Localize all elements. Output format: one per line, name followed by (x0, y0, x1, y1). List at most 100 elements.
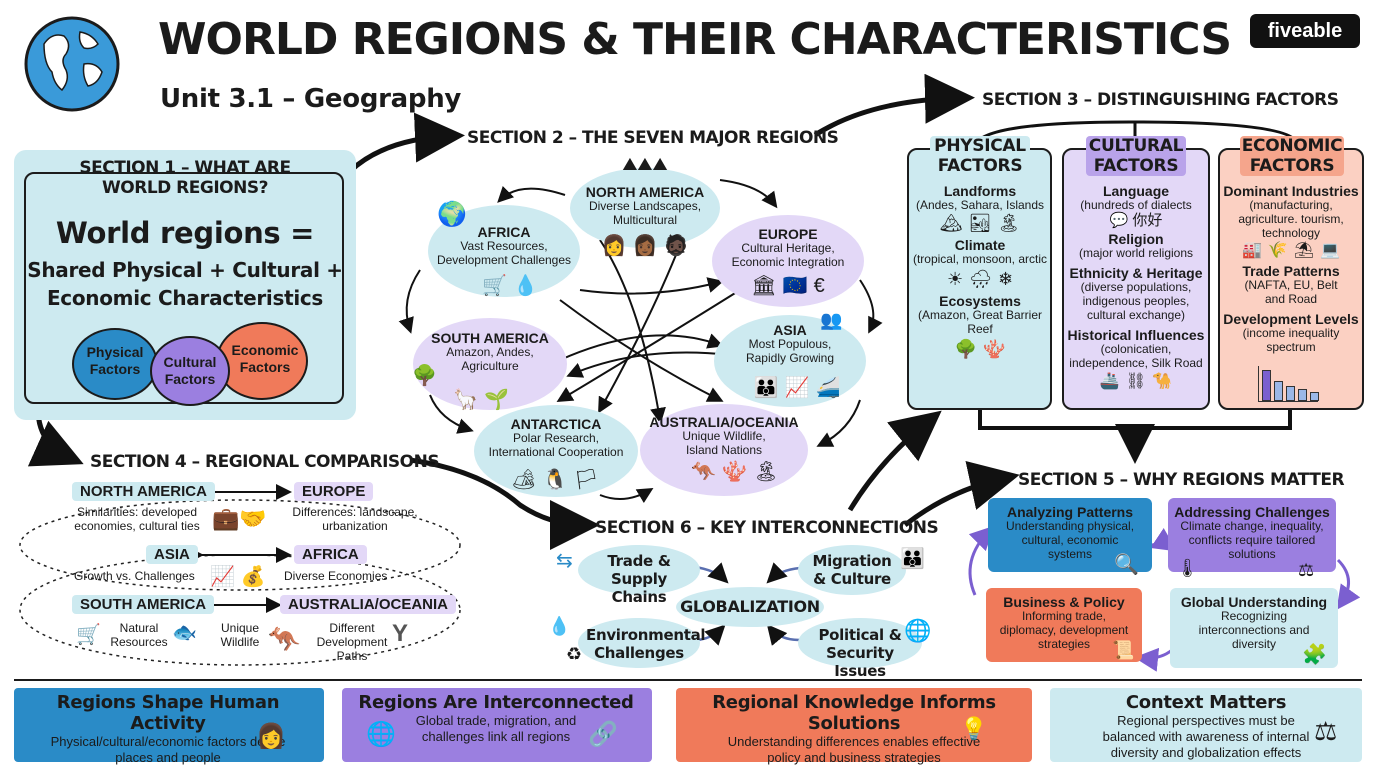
page-title: WORLD REGIONS & THEIR CHARACTERISTICS (158, 14, 1232, 65)
landforms-head: Landforms (943, 183, 1017, 199)
water-drop-icon: 💧 (513, 275, 538, 297)
scales-icon: ⚖ (1314, 716, 1338, 746)
political-security-label: Political & Security Issues (818, 626, 902, 680)
trade-head: Trade Patterns (1242, 263, 1340, 279)
brand-label: fiveable (1267, 20, 1343, 42)
footer-card-1-content: Regions Shape Human Activity Physical/cu… (20, 692, 316, 766)
growth-chart-icon: 📈 (210, 566, 235, 588)
train-icon: 🚄 (815, 377, 841, 399)
section1-equation-line2: Shared Physical + Cultural + (27, 258, 343, 282)
cultural-line2: Factors (164, 371, 216, 387)
antarctica-line2: International Cooperation (488, 444, 624, 459)
europe-line2: Economic Integration (731, 254, 845, 269)
llama-icon: 🦙 (453, 389, 478, 411)
antarctica-text: ANTARCTICA Polar Research, International… (474, 416, 638, 460)
briefcase-icon: 💼 (212, 506, 240, 531)
compare-south-america: SOUTH AMERICA (72, 595, 215, 614)
pair1-icons: 💼🤝 (212, 506, 267, 532)
wind-water-icon: 💧 (548, 616, 571, 636)
asia-name: ASIA (773, 322, 807, 338)
addressing-challenges-text: Addressing Challenges Climate change, in… (1170, 504, 1334, 561)
europe-text: EUROPE Cultural Heritage, Economic Integ… (712, 226, 864, 270)
compare-australia-oceania: AUSTRALIA/OCEANIA (280, 595, 456, 614)
coral-icon: 🪸 (722, 461, 748, 483)
footer-card-2-title: Regions Are Interconnected (358, 692, 634, 713)
section1-heading-line2: WORLD REGIONS? (102, 178, 268, 198)
rain-icon: 🌧 (969, 269, 992, 289)
history-head: Historical Influences (1067, 327, 1205, 343)
ethnicity-head: Ethnicity & Heritage (1069, 265, 1203, 281)
footer-card-regions-shape (14, 688, 324, 762)
asia-line1: Most Populous, (748, 337, 832, 352)
footer-card-4-title: Context Matters (1125, 692, 1287, 713)
religion-detail: (major world religions (1078, 246, 1194, 260)
climate-detail: (tropical, monsoon, arctic (912, 252, 1048, 266)
kangaroo-icon: 🦘 (268, 624, 301, 654)
footer-card-2-content: Regions Are Interconnected Global trade,… (348, 692, 644, 745)
chinese-greeting: 你好 (1132, 212, 1163, 229)
magnifier-icon: 🔍 (1114, 554, 1139, 576)
inequality-bar (1310, 392, 1319, 401)
fork-path-icon: Y (392, 620, 409, 647)
compare-asia: ASIA (146, 545, 198, 564)
kangaroo-icon: 🦘 (691, 461, 717, 483)
north-america-text: NORTH AMERICA Diverse Landscapes, Multic… (570, 184, 720, 228)
africa-line1: Vast Resources, (460, 239, 548, 254)
handshake-icon: 🤝 (239, 506, 267, 531)
lightbulb-icon: 💡 (960, 716, 988, 741)
footer-card-3-content: Regional Knowledge Informs Solutions Und… (680, 692, 1028, 766)
people-icons: 👩👩🏾🧔🏿 (600, 236, 690, 256)
economic-line1: Economic (231, 342, 299, 358)
africa-map-icon: 🌍 (437, 201, 467, 228)
africa-text: AFRICA Vast Resources, Development Chall… (428, 224, 580, 268)
factory-icon: 🏭 (1241, 242, 1262, 259)
history-detail: (colonicatien, independence, Silk Road (1069, 342, 1203, 370)
thermometer-icon: 🌡 (1176, 558, 1199, 578)
tree-icon: 🌳 (412, 365, 437, 387)
analyzing-patterns-title: Analyzing Patterns (1006, 504, 1134, 520)
cultural-factors-column (1062, 148, 1210, 410)
pair3-col1: Natural Resources (110, 621, 168, 649)
footer-card-3-title: Regional Knowledge Informs Solutions (712, 692, 996, 734)
inequality-bar-chart (1258, 366, 1319, 402)
scales-icon: ⚖ (1298, 560, 1315, 580)
penguin-icon: 🐧 (542, 469, 568, 491)
coral-icon: 🪸 (983, 339, 1006, 359)
asia-line2: Rapidly Growing (745, 350, 835, 365)
physical-factors-column (907, 148, 1052, 410)
brand-logo: fiveable (1250, 14, 1360, 48)
global-understanding-title: Global Understanding (1180, 594, 1328, 610)
physical-factors-label: Physical Factors (72, 344, 158, 378)
industries-head: Dominant Industries (1223, 183, 1359, 199)
industry-icons: 🏭🌾⛱💻 (1220, 243, 1362, 259)
footer-card-4-content: Context Matters Regional perspectives mu… (1056, 692, 1356, 761)
inequality-bar (1298, 389, 1307, 401)
globe-network-icon: 🌐 (366, 721, 396, 748)
cultural-factors-title: CULTURAL FACTORS (1086, 136, 1186, 176)
euro-icon: € (813, 275, 825, 297)
addressing-challenges-title: Addressing Challenges (1174, 504, 1330, 520)
compare-north-america: NORTH AMERICA (72, 482, 215, 501)
economic-line2: Factors (239, 359, 291, 375)
cultural-title-line1: CULTURAL (1088, 136, 1184, 156)
cultural-factors-circle (150, 336, 230, 406)
economic-factors-circle (216, 322, 308, 400)
south-america-name: SOUTH AMERICA (431, 330, 549, 346)
business-policy-card (986, 588, 1142, 662)
person-icon: 👩🏾 (632, 235, 658, 257)
physical-title-line1: PHYSICAL (934, 136, 1026, 156)
antarctica-name: ANTARCTICA (510, 416, 602, 432)
region-antarctica (474, 405, 638, 497)
economic-factors-title: ECONOMIC FACTORS (1240, 136, 1344, 176)
mine-cart-icon: 🛒 (482, 275, 507, 297)
section1-equation-title: World regions = (55, 216, 315, 250)
physical-line1: Physical (86, 344, 144, 360)
ethnicity-detail: (diverse populations, indigenous peoples… (1080, 280, 1192, 322)
africa-icons: 🛒💧 (470, 276, 550, 296)
exchange-arrows-icon: ⇆ (556, 550, 573, 572)
trade-supply-label: Trade & Supply Chains (607, 552, 671, 606)
region-south-america (413, 318, 567, 410)
industries-detail: (manufacturing, agriculture. tourism, te… (1238, 198, 1344, 240)
globalization-bubble (676, 587, 824, 627)
economic-factors-label: Economic Factors (222, 342, 308, 376)
